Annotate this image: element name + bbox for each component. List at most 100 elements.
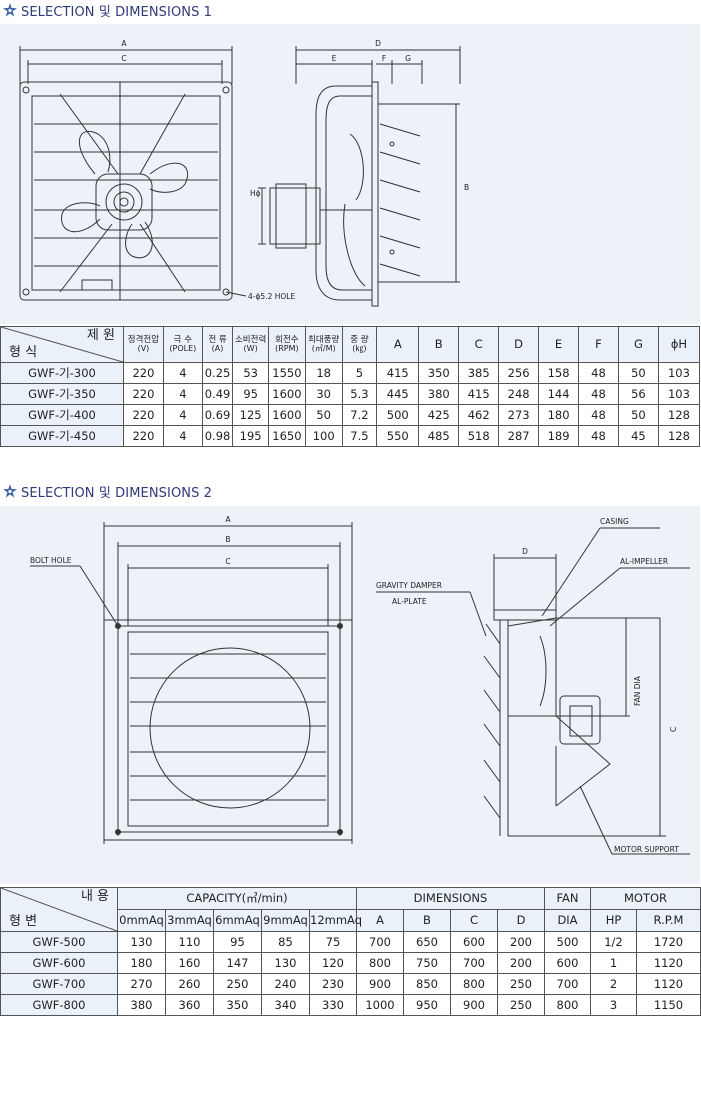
- table-cell: 180: [538, 404, 580, 426]
- header-a: A: [376, 326, 420, 363]
- header-voltage: 정격전압(V): [122, 326, 164, 363]
- sub-header-cell: 6mmAq: [213, 909, 262, 932]
- dim-c-label: C: [121, 54, 126, 63]
- header-d: D: [498, 326, 540, 363]
- table-cell: 260: [165, 973, 214, 995]
- table-cell: 1150: [635, 994, 701, 1016]
- fan-2-technical-drawing: A B C BOLT HOLE D CASING AL-IMPELLER GRA…: [30, 515, 690, 855]
- model-name-cell: GWF-기-450: [0, 425, 124, 447]
- table-cell: 220: [122, 425, 164, 447]
- table-cell: 240: [261, 973, 310, 995]
- table-cell: 5: [341, 362, 378, 384]
- table-cell: 48: [578, 425, 619, 447]
- sub-header-cell: C: [450, 909, 498, 932]
- header-c: C: [458, 326, 500, 363]
- table-cell: 1000: [356, 994, 404, 1016]
- hole-label: 4-ϕ5.2 HOLE: [248, 292, 295, 301]
- header-e: E: [538, 326, 580, 363]
- sub-header-cell: A: [356, 909, 404, 932]
- table-cell: 1650: [268, 425, 306, 447]
- table-cell: 385: [458, 362, 500, 384]
- table-cell: 350: [213, 994, 262, 1016]
- table-cell: 85: [261, 931, 310, 953]
- table-cell: 144: [538, 383, 580, 405]
- table-cell: 7.2: [341, 404, 378, 426]
- section-1-title: SELECTION 및 DIMENSIONS 1: [2, 1, 213, 20]
- dimensions-1-drawing-panel: A C 4-ϕ5.2 HOLE D E F G B Hϕ: [0, 24, 700, 324]
- sub-header-cell: D: [497, 909, 545, 932]
- fan-dia-label: FAN DIA: [633, 675, 642, 706]
- table-cell: 700: [356, 931, 404, 953]
- table-cell: 900: [356, 973, 404, 995]
- table-cell: 380: [418, 383, 460, 405]
- model-name-cell: GWF-기-400: [0, 404, 124, 426]
- dim-a-label: A: [121, 39, 127, 48]
- table-cell: 130: [117, 931, 166, 953]
- table-cell: 425: [418, 404, 460, 426]
- header-motor: MOTOR: [589, 887, 701, 910]
- table-cell: 340: [261, 994, 310, 1016]
- header-fan: FAN: [544, 887, 591, 910]
- header-h: ϕH: [657, 326, 701, 363]
- model-name-cell: GWF-500: [0, 931, 118, 953]
- sub-header-cell: B: [403, 909, 451, 932]
- table-cell: 800: [450, 973, 498, 995]
- header-current: 전 류(A): [201, 326, 234, 363]
- table-cell: 160: [165, 952, 214, 974]
- spec-table-1: 제 원 형 식 정격전압(V) 극 수(POLE) 전 류(A) 소비전력(W)…: [0, 326, 701, 447]
- table-cell: 18: [304, 362, 343, 384]
- sub-header-cell: DIA: [544, 909, 591, 932]
- header-max-airflow: 최대풍량(㎥/M): [304, 326, 343, 363]
- casing-label: CASING: [600, 517, 629, 526]
- table-cell: 3: [590, 994, 637, 1016]
- model-name-cell: GWF-700: [0, 973, 118, 995]
- table-cell: 350: [418, 362, 460, 384]
- table-cell: 0.25: [201, 362, 234, 384]
- header-power: 소비전력(W): [232, 326, 269, 363]
- header-dimensions: DIMENSIONS: [356, 887, 545, 910]
- table-cell: 200: [497, 952, 545, 974]
- header-b: B: [418, 326, 460, 363]
- section-2-title: SELECTION 및 DIMENSIONS 2: [2, 482, 212, 501]
- sub-header-cell: R.P.M: [635, 909, 701, 932]
- table-cell: 256: [498, 362, 540, 384]
- sub-header-cell: 3mmAq: [165, 909, 214, 932]
- table-cell: 30: [304, 383, 343, 405]
- table-cell: 220: [122, 404, 164, 426]
- table-cell: 120: [309, 952, 357, 974]
- table-cell: 380: [117, 994, 166, 1016]
- table-cell: 56: [617, 383, 659, 405]
- table-cell: 700: [544, 973, 591, 995]
- table-cell: 220: [122, 383, 164, 405]
- plate-label: AL-PLATE: [392, 597, 427, 606]
- table-cell: 95: [232, 383, 269, 405]
- table-cell: 4: [162, 362, 203, 384]
- section-1-title-text: SELECTION 및 DIMENSIONS 1: [21, 4, 213, 20]
- sub-header-cell: 12mmAq: [309, 909, 362, 932]
- sub-header-cell: HP: [590, 909, 637, 932]
- table-cell: 158: [538, 362, 580, 384]
- dim-c-label: C: [225, 557, 230, 566]
- header-rpm: 회전수(RPM): [268, 326, 306, 363]
- impeller-label: AL-IMPELLER: [620, 557, 668, 566]
- table-cell: 500: [544, 931, 591, 953]
- table-cell: 195: [232, 425, 269, 447]
- table-cell: 250: [497, 973, 545, 995]
- table-cell: 750: [403, 952, 451, 974]
- table-cell: 415: [376, 362, 420, 384]
- dim-h-label: Hϕ: [250, 189, 261, 198]
- table-cell: 0.49: [201, 383, 234, 405]
- table-cell: 0.69: [201, 404, 234, 426]
- table-cell: 95: [213, 931, 262, 953]
- model-name-cell: GWF-800: [0, 994, 118, 1016]
- table-cell: 48: [578, 404, 619, 426]
- table-cell: 125: [232, 404, 269, 426]
- sub-header-cell: 0mmAq: [117, 909, 166, 932]
- table-cell: 110: [165, 931, 214, 953]
- dimensions-2-drawing-panel: A B C BOLT HOLE D CASING AL-IMPELLER GRA…: [0, 506, 700, 884]
- table-cell: 1600: [268, 383, 306, 405]
- sub-header-cell: 9mmAq: [261, 909, 310, 932]
